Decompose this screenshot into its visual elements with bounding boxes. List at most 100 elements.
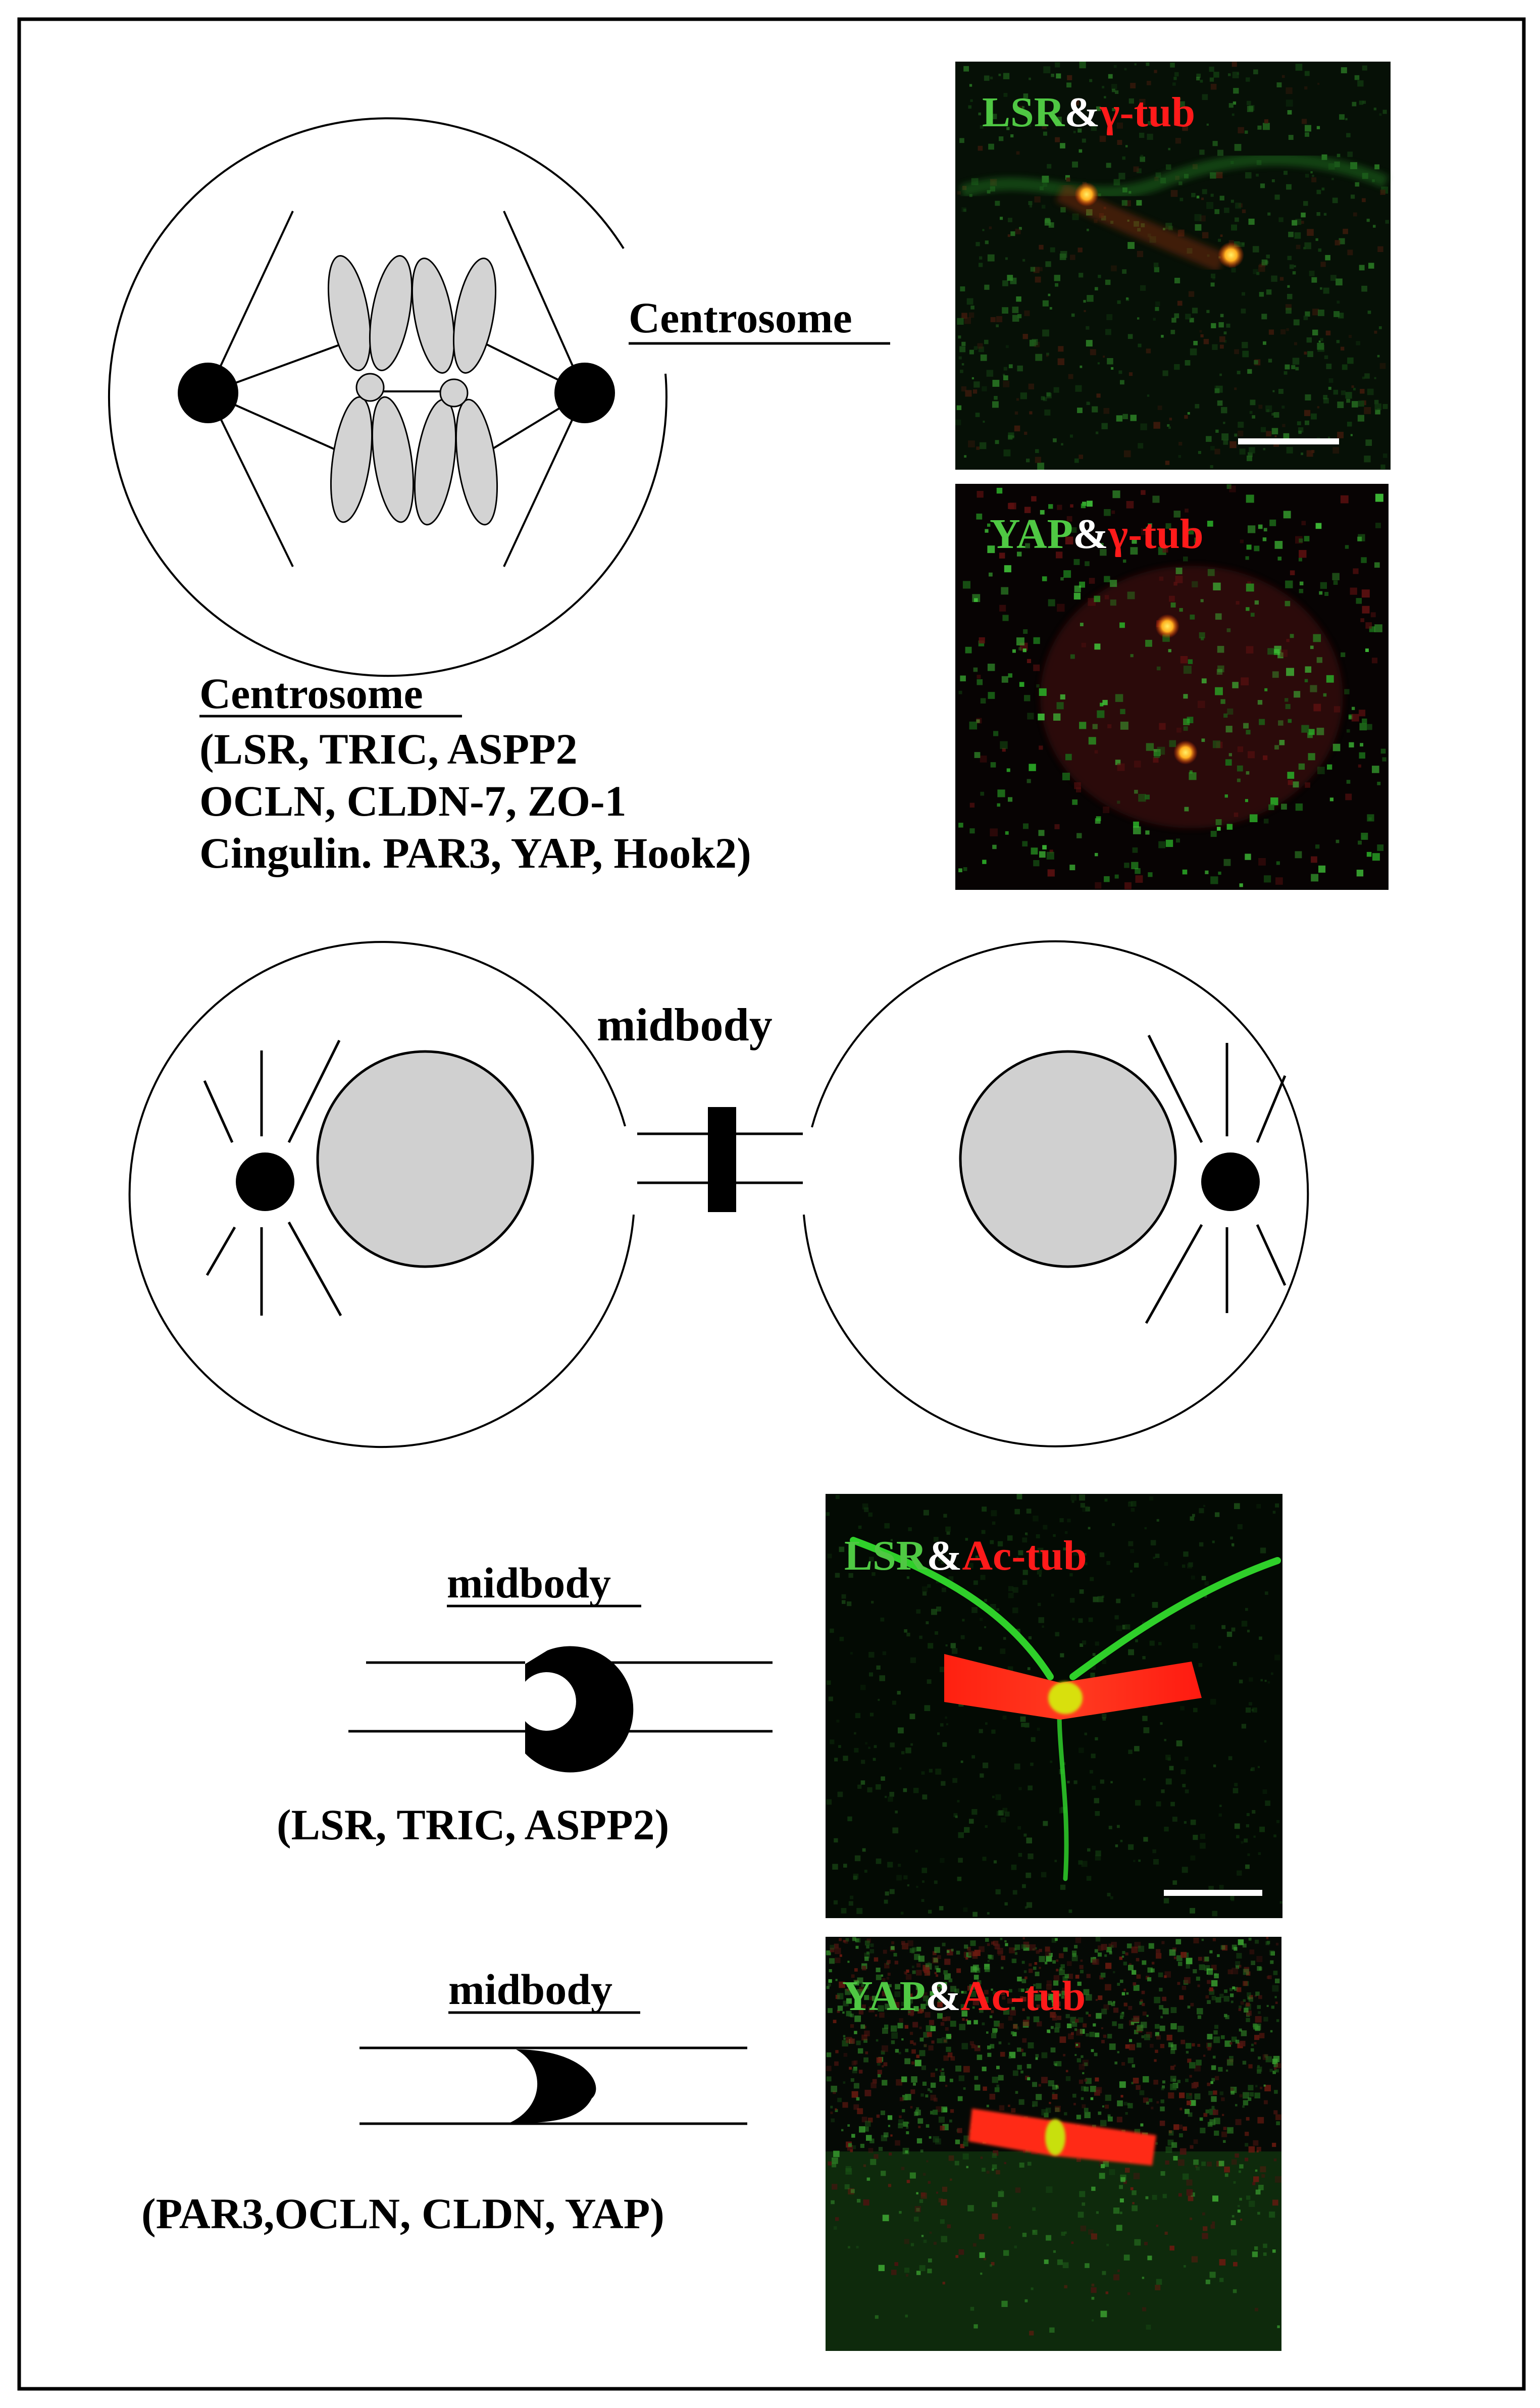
noise-pixel: [1219, 1885, 1224, 1890]
noise-pixel: [1191, 1575, 1195, 1580]
noise-pixel: [1030, 267, 1036, 272]
noise-pixel: [931, 1609, 937, 1615]
noise-pixel: [1045, 1950, 1051, 1956]
noise-pixel: [1022, 648, 1026, 653]
noise-pixel: [1336, 839, 1340, 843]
noise-pixel: [1085, 1994, 1092, 2001]
noise-pixel: [1137, 2025, 1144, 2031]
noise-pixel: [1272, 2249, 1276, 2253]
noise-pixel: [1001, 2300, 1008, 2307]
noise-pixel: [1161, 1941, 1165, 1944]
noise-pixel: [1213, 2036, 1220, 2043]
nucleus-left: [316, 1050, 534, 1268]
noise-pixel: [1133, 1860, 1136, 1862]
noise-pixel: [980, 1773, 984, 1778]
noise-pixel: [914, 2060, 921, 2067]
noise-pixel: [1059, 1518, 1064, 1523]
noise-pixel: [1274, 645, 1281, 654]
noise-pixel: [1177, 2080, 1180, 2083]
noise-pixel: [1005, 1943, 1008, 1946]
noise-pixel: [1229, 2042, 1233, 2045]
noise-pixel: [845, 2168, 852, 2175]
noise-pixel: [1144, 2242, 1148, 2245]
noise-pixel: [1189, 2093, 1192, 2096]
noise-pixel: [1156, 1519, 1159, 1522]
noise-pixel: [973, 667, 978, 672]
noise-pixel: [1207, 2047, 1211, 2051]
noise-pixel: [1062, 773, 1070, 781]
noise-pixel: [998, 2041, 1002, 2044]
noise-pixel: [901, 2038, 904, 2041]
noise-pixel: [869, 1996, 874, 2000]
noise-pixel: [1116, 1825, 1120, 1828]
noise-pixel: [1178, 97, 1181, 101]
noise-pixel: [1110, 1945, 1114, 1948]
noise-pixel: [1171, 318, 1176, 323]
noise-pixel: [1332, 743, 1341, 751]
noise-pixel: [927, 2269, 932, 2274]
noise-pixel: [1287, 293, 1293, 299]
noise-pixel: [923, 1967, 930, 1973]
noise-pixel: [936, 2191, 939, 2194]
noise-pixel: [920, 2149, 923, 2152]
noise-pixel: [1127, 1501, 1133, 1507]
noise-pixel: [957, 2096, 963, 2101]
noise-pixel: [948, 1978, 953, 1982]
noise-pixel: [1001, 676, 1008, 683]
noise-pixel: [1366, 219, 1370, 222]
noise-pixel: [1258, 2056, 1261, 2060]
noise-pixel: [899, 2018, 903, 2023]
noise-pixel: [1266, 255, 1270, 259]
noise-pixel: [998, 2023, 1004, 2029]
noise-pixel: [1043, 1821, 1048, 1826]
noise-pixel: [979, 1946, 985, 1952]
noise-pixel: [857, 1784, 862, 1789]
noise-pixel: [992, 380, 1000, 387]
noise-pixel: [1215, 1997, 1221, 2003]
noise-pixel: [916, 2192, 918, 2195]
noise-pixel: [834, 1838, 838, 1843]
noise-pixel: [1379, 113, 1382, 116]
noise-pixel: [911, 1966, 914, 1969]
noise-pixel: [1026, 779, 1031, 783]
noise-pixel: [1048, 1993, 1055, 2000]
noise-pixel: [1333, 311, 1340, 317]
noise-pixel: [1248, 218, 1255, 225]
noise-pixel: [1128, 372, 1133, 376]
noise-pixel: [1034, 1962, 1038, 1965]
noise-pixel: [1000, 217, 1003, 220]
noise-pixel: [1317, 83, 1320, 85]
noise-pixel: [1127, 242, 1135, 249]
noise-pixel: [1061, 443, 1063, 445]
noise-pixel: [1003, 381, 1010, 387]
noise-pixel: [989, 2093, 996, 2100]
noise-pixel: [955, 2065, 961, 2072]
noise-pixel: [905, 2094, 911, 2100]
noise-pixel: [1265, 1591, 1268, 1595]
noise-pixel: [1046, 392, 1051, 396]
noise-pixel: [1198, 1956, 1202, 1961]
noise-pixel: [972, 1999, 980, 2005]
noise-pixel: [884, 1899, 888, 1904]
noise-pixel: [894, 1961, 898, 1965]
noise-pixel: [1078, 1618, 1083, 1623]
noise-pixel: [826, 2066, 832, 2071]
noise-pixel: [1194, 2065, 1201, 2072]
noise-pixel: [991, 2010, 994, 2014]
noise-pixel: [1371, 658, 1378, 664]
noise-pixel: [853, 1876, 857, 1880]
noise-pixel: [1287, 772, 1295, 779]
noise-pixel: [1059, 1969, 1065, 1975]
noise-pixel: [1192, 1514, 1195, 1517]
noise-pixel: [1012, 1607, 1018, 1614]
noise-pixel: [1084, 1552, 1087, 1556]
noise-pixel: [1073, 592, 1081, 600]
noise-pixel: [1172, 2078, 1176, 2082]
noise-pixel: [1161, 1789, 1165, 1793]
noise-pixel: [875, 2014, 878, 2017]
noise-pixel: [987, 2045, 991, 2049]
noise-pixel: [884, 2024, 889, 2029]
noise-pixel: [1192, 581, 1198, 587]
noise-pixel: [1256, 1956, 1263, 1962]
noise-pixel: [1210, 876, 1218, 884]
